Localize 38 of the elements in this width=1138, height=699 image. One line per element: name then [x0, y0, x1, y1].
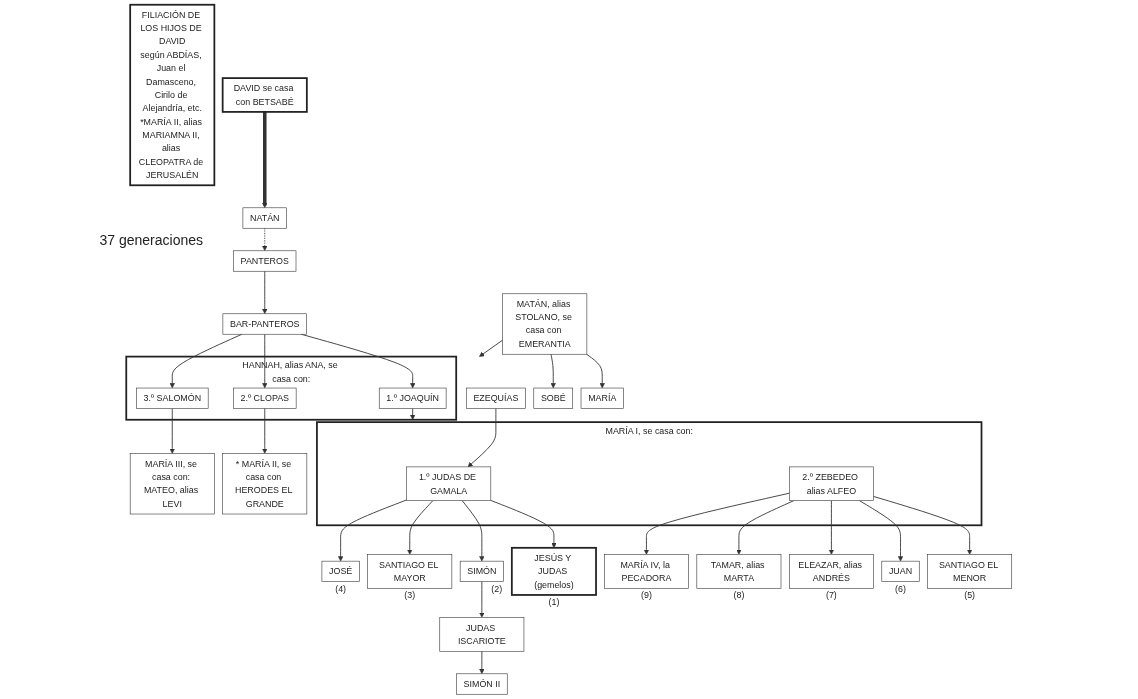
node-box: SIMÓN II	[456, 673, 508, 695]
callout-number: (1)	[548, 597, 560, 608]
node-box: 1.º JOAQUÍN	[378, 387, 447, 409]
node-box: NATÁN	[242, 207, 287, 229]
node-box: TAMAR, alias MARTA	[696, 554, 782, 589]
note-text: 37 generaciones	[99, 231, 204, 248]
node-box: PANTEROS	[233, 250, 297, 272]
node-box: MARÍA III, se casa con: MATEO, alias LEVI	[129, 453, 215, 515]
node-box: * MARÍA II, se casa con HERODES EL GRANDE	[222, 453, 308, 515]
node-box: JUAN	[881, 560, 920, 582]
node-box: SANTIAGO EL MENOR	[927, 554, 1013, 589]
node-box: 1.º JUDAS DE GAMALA	[406, 466, 492, 501]
node-box: 2.º CLOPAS	[233, 387, 297, 409]
node-box: DAVID se casa con BETSABÉ	[221, 77, 308, 113]
callout-number: (2)	[491, 583, 503, 594]
node-box: MATÁN, alias STOLANO, se casa con EMERANTIA	[502, 293, 588, 355]
node-box: JUDAS ISCARIOTE	[439, 617, 525, 652]
node-box: BAR-PANTEROS	[222, 313, 307, 335]
node-box: SOBÉ	[533, 387, 574, 409]
node-box: FILIACIÓN DE LOS HIJOS DE DAVID según ABDÍAS, Juan el Damasceno, Cirilo de Alejandría, etc. *MARÍA II, alias MARIAMNA II, alias CLEOPATRA de JERUSALÉN	[129, 3, 216, 187]
node-box: EZEQUÍAS	[466, 387, 526, 409]
node-box: JOSÉ	[321, 560, 360, 582]
callout-number: (5)	[964, 590, 976, 601]
node-box: ELEAZAR, alias ANDRÉS	[789, 554, 874, 589]
node-box: SIMÓN	[459, 560, 504, 582]
callout-number: (4)	[335, 583, 347, 594]
node-box: 3.º SALOMÓN	[136, 387, 209, 409]
node-box: MARÍA IV, la PECADORA	[604, 554, 689, 589]
callout-number: (3)	[404, 590, 416, 601]
arrow	[262, 111, 268, 209]
node-box: 2.º ZEBEDEO alias ALFEO	[789, 466, 874, 501]
node-box: SANTIAGO EL MAYOR	[367, 554, 453, 589]
callout-number: (9)	[641, 590, 652, 601]
callout-number: (6)	[895, 583, 906, 594]
node-box: MARÍA	[580, 387, 624, 409]
node-box: JESÚS Y JUDAS (gemelos)	[510, 546, 597, 596]
callout-number: (8)	[733, 590, 745, 601]
callout-number: (7)	[825, 590, 837, 601]
